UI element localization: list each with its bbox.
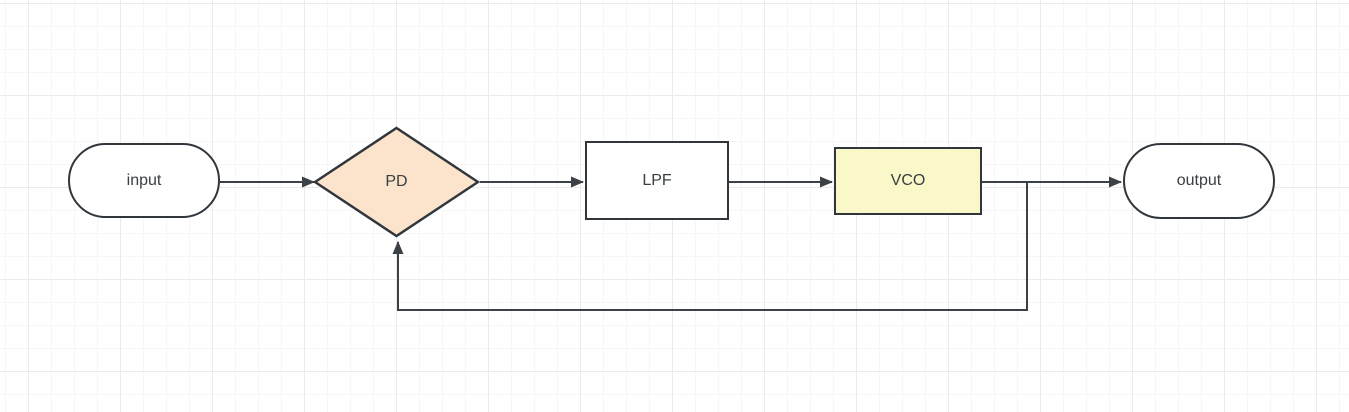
node-lpf[interactable]: LPF (585, 141, 729, 220)
node-vco[interactable]: VCO (834, 147, 982, 215)
node-vco-label: VCO (890, 172, 926, 189)
diamond-shape (313, 126, 480, 238)
node-output[interactable]: output (1123, 143, 1275, 219)
edge-feedback-vco-pd[interactable] (392, 182, 1028, 311)
node-lpf-label: LPF (642, 171, 672, 189)
node-input-label: input (126, 171, 162, 189)
node-input[interactable]: input (68, 143, 220, 218)
node-pd-label: PD (385, 173, 408, 190)
node-output-label: output (1176, 172, 1222, 189)
node-pd[interactable]: PD (313, 126, 480, 238)
